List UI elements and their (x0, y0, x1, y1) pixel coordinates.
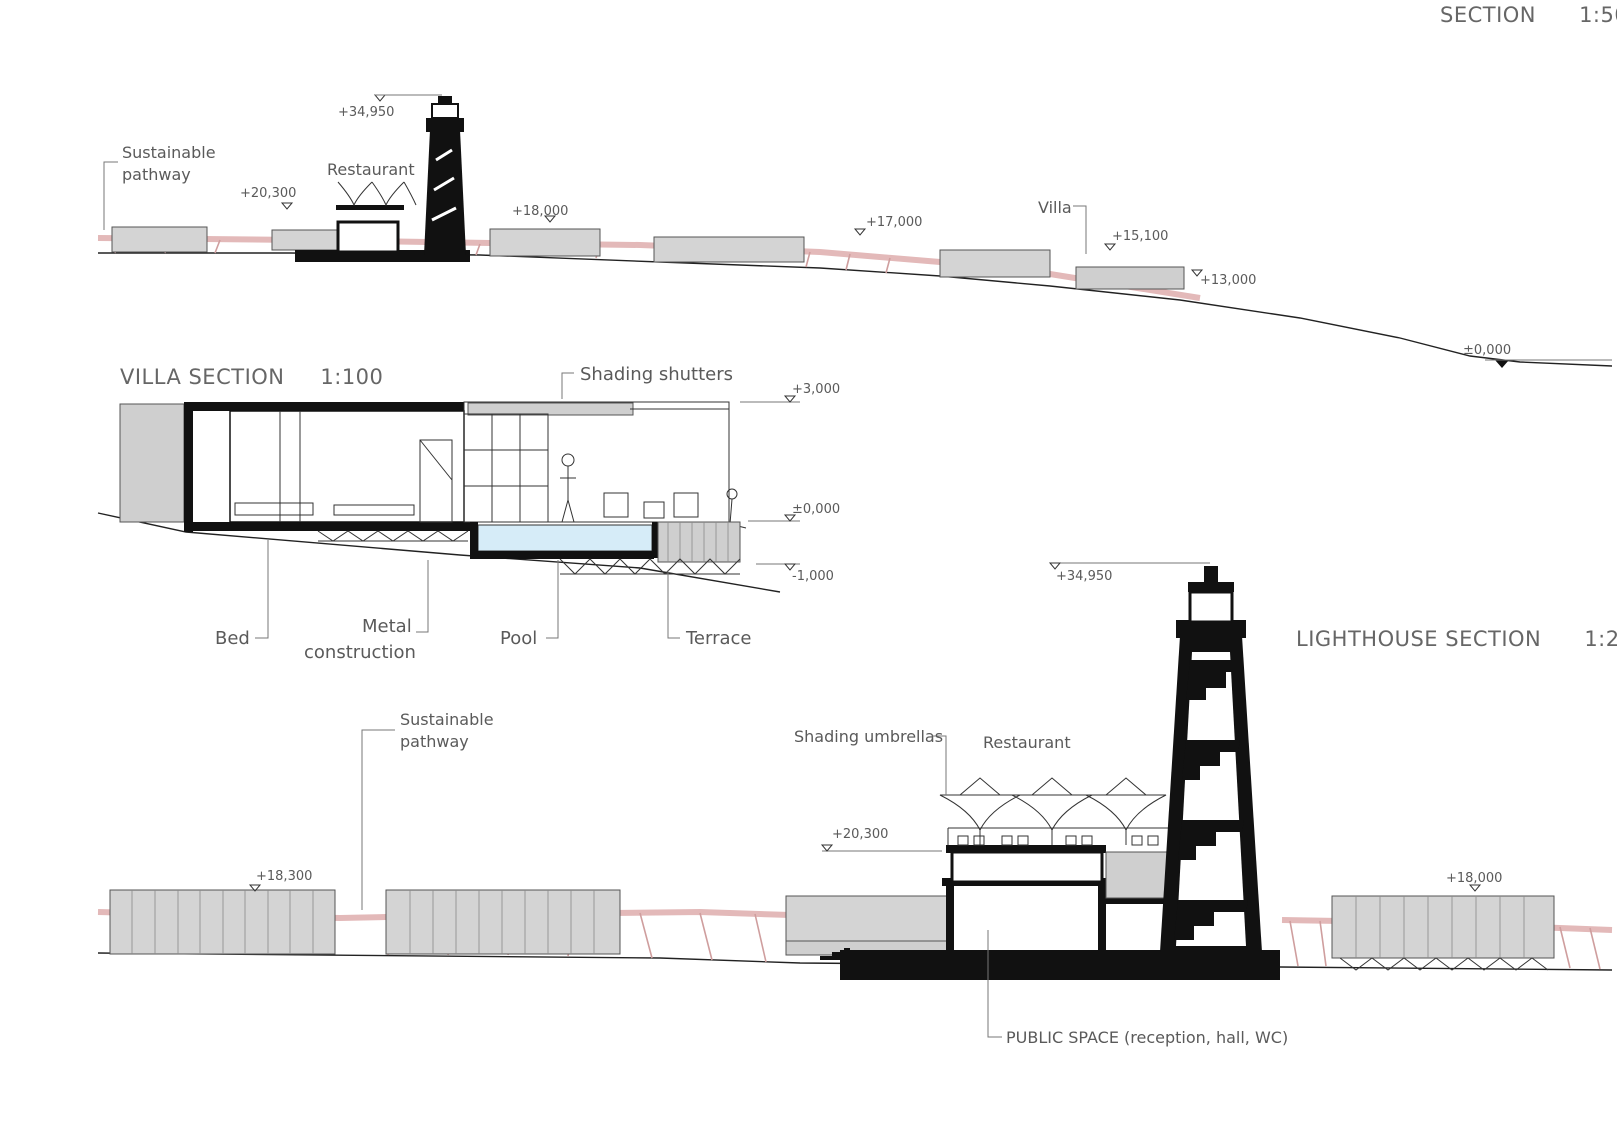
villa-pool-label: Pool (500, 628, 537, 649)
site-restaurant (295, 181, 470, 262)
site-level-17000: +17,000 (866, 215, 922, 230)
lighthouse-level-markers: +34,950 +20,300 +18,300 +18,000 (248, 562, 1502, 892)
villa-bed (234, 502, 314, 516)
villa-level-3000: +3,000 (792, 382, 840, 397)
villa-bed-label: Bed (215, 628, 250, 649)
lighthouse-section-title: LIGHTHOUSE SECTION 1:200 (1296, 627, 1617, 651)
site-level-34950: +34,950 (338, 105, 394, 120)
villa-metal-label-line1: Metal (362, 616, 412, 637)
villa-section: +3,000 ±0,000 -1,000 Shading shutters Be… (97, 364, 840, 663)
public-space-label: PUBLIC SPACE (reception, hall, WC) (1006, 1028, 1288, 1047)
lighthouse-level-34950: +34,950 (1056, 569, 1112, 584)
shading-umbrellas (939, 777, 1167, 845)
villa-glass-panels (463, 413, 549, 523)
site-pods (111, 226, 1185, 290)
site-level-0000: ±0,000 (1463, 343, 1511, 358)
site-pathway-label-line1: Sustainable (122, 143, 216, 162)
site-villa-label: Villa (1038, 198, 1072, 217)
lighthouse-restaurant (942, 827, 1173, 952)
lighthouse-tower (1160, 566, 1262, 954)
site-level-20300: +20,300 (240, 186, 296, 201)
site-level-13000: +13,000 (1200, 273, 1256, 288)
villa-shading-shutters (467, 402, 634, 416)
villa-ground-line (97, 512, 781, 593)
lighthouse-foundation (840, 950, 1280, 980)
site-section: +34,950 +20,300 +18,000 +17,000 +15,100 … (97, 94, 1613, 368)
site-level-18000: +18,000 (512, 204, 568, 219)
lighthouse-level-20300: +20,300 (832, 827, 888, 842)
lighthouse-pods (109, 889, 1555, 959)
villa-door (419, 439, 453, 523)
villa-level-1000: -1,000 (792, 569, 834, 584)
lighthouse-level-18000: +18,000 (1446, 871, 1502, 886)
lighthouse-pathway-label-line2: pathway (400, 732, 469, 751)
villa-section-title: VILLA SECTION 1:100 (120, 365, 383, 389)
villa-shading-shutters-label: Shading shutters (580, 364, 733, 385)
site-level-15100: +15,100 (1112, 229, 1168, 244)
lighthouse-pod-truss (1339, 957, 1549, 971)
villa-metal-truss (317, 530, 741, 575)
lighthouse-pathway-label-line1: Sustainable (400, 710, 494, 729)
villa-terrace-label: Terrace (685, 628, 752, 649)
lighthouse-level-18300: +18,300 (256, 869, 312, 884)
villa-pool (477, 524, 653, 552)
villa-metal-label-line2: construction (304, 642, 416, 663)
villa-terrace (657, 521, 741, 563)
site-restaurant-label: Restaurant (327, 160, 415, 179)
villa-level-0000: ±0,000 (792, 502, 840, 517)
lighthouse-section: +34,950 +20,300 +18,300 +18,000 Sustaina… (97, 562, 1613, 1047)
site-pathway-label-line2: pathway (122, 165, 191, 184)
site-ground-line (98, 252, 1613, 367)
site-level-markers: +34,950 +20,300 +18,000 +17,000 +15,100 … (240, 94, 1612, 368)
site-section-title: SECTION 1:500 (1440, 3, 1617, 27)
villa-back-panel (119, 403, 185, 523)
villa-level-markers: +3,000 ±0,000 -1,000 (740, 382, 840, 584)
villa-sofa (333, 504, 415, 516)
lighthouse-restaurant-label: Restaurant (983, 733, 1071, 752)
shading-umbrellas-label: Shading umbrellas (794, 727, 943, 746)
site-lighthouse (424, 96, 466, 255)
villa-figures (560, 453, 747, 529)
